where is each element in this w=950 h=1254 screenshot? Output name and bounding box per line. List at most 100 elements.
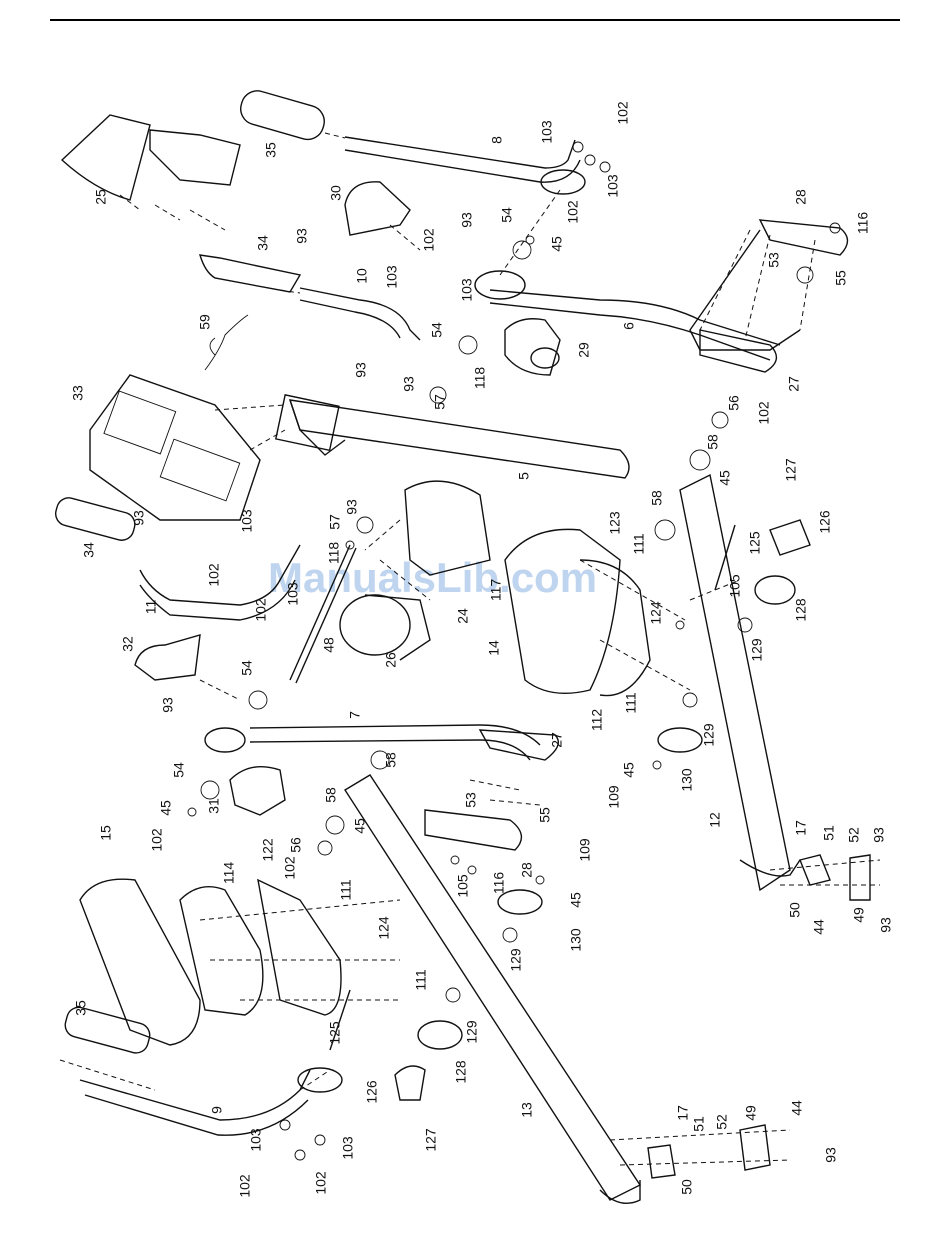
part-label: 124 <box>648 601 664 625</box>
part-label: 45 <box>549 236 565 252</box>
part-label: 14 <box>486 640 502 656</box>
part-label: 58 <box>323 787 339 803</box>
part-label: 129 <box>508 948 524 972</box>
part-label: 48 <box>321 637 337 653</box>
part-label: 45 <box>568 892 584 908</box>
part-label: 9 <box>209 1106 225 1114</box>
part-label: 53 <box>766 252 782 268</box>
part-label: 127 <box>423 1128 439 1152</box>
part-label: 57 <box>432 394 448 410</box>
part-label: 57 <box>327 514 343 530</box>
part-label: 128 <box>793 598 809 622</box>
part-label: 102 <box>149 828 165 852</box>
part-label: 93 <box>871 827 887 843</box>
part-label: 35 <box>263 142 279 158</box>
part-label: 118 <box>472 367 488 390</box>
part-label: 55 <box>537 807 553 823</box>
part-label: 103 <box>384 265 400 289</box>
part-label: 28 <box>519 862 535 878</box>
part-label: 93 <box>294 228 310 244</box>
part-label: 103 <box>539 120 555 144</box>
part-label: 53 <box>463 792 479 808</box>
part-label: 102 <box>282 856 298 880</box>
part-label: 49 <box>743 1105 759 1121</box>
part-label: 111 <box>631 533 647 554</box>
part-label: 58 <box>705 434 721 450</box>
part-label: 7 <box>347 711 363 719</box>
part-label: 102 <box>421 228 437 252</box>
part-label: 128 <box>453 1060 469 1084</box>
part-label: 51 <box>691 1116 707 1132</box>
part-label: 27 <box>549 732 565 748</box>
part-label: 102 <box>615 101 631 125</box>
part-label: 103 <box>459 278 475 302</box>
part-label: 93 <box>344 499 360 515</box>
part-label: 93 <box>353 362 369 378</box>
part-label: 28 <box>793 189 809 205</box>
part-label: 102 <box>756 401 772 425</box>
part-label: 105 <box>455 874 471 898</box>
part-label: 56 <box>288 837 304 853</box>
part-label: 24 <box>455 608 471 624</box>
part-label: 103 <box>340 1136 356 1160</box>
part-label: 58 <box>383 752 399 768</box>
part-label: 29 <box>576 342 592 358</box>
part-label: 17 <box>793 820 809 836</box>
part-label: 102 <box>206 563 222 587</box>
part-label: 50 <box>679 1179 695 1195</box>
part-label: 30 <box>328 185 344 201</box>
part-label: 6 <box>621 322 637 330</box>
part-label: 26 <box>383 652 399 668</box>
part-label: 117 <box>488 579 504 602</box>
part-label: 103 <box>605 174 621 198</box>
part-label: 122 <box>260 838 276 862</box>
part-label: 58 <box>649 490 665 506</box>
part-label: 35 <box>73 1000 89 1016</box>
part-label: 102 <box>313 1171 329 1195</box>
part-label: 8 <box>489 136 505 144</box>
part-label: 55 <box>833 270 849 286</box>
parts-linework <box>54 90 871 1204</box>
part-label: 102 <box>253 598 269 622</box>
part-label: 111 <box>338 879 354 900</box>
part-label: 54 <box>239 660 255 676</box>
part-label: 129 <box>749 638 765 662</box>
part-label: 45 <box>717 470 733 486</box>
part-label: 103 <box>285 582 301 606</box>
dashed-leaders <box>59 132 881 1166</box>
part-label: 129 <box>701 723 717 747</box>
part-label: 56 <box>726 395 742 411</box>
part-label: 49 <box>851 907 867 923</box>
part-label: 116 <box>855 212 871 235</box>
part-label: 5 <box>516 472 532 480</box>
part-label: 32 <box>120 636 136 652</box>
part-label: 112 <box>589 709 605 732</box>
part-label: 51 <box>821 825 837 841</box>
part-label: 25 <box>93 189 109 205</box>
part-label: 52 <box>714 1114 730 1130</box>
part-label: 125 <box>747 531 763 555</box>
part-label: 102 <box>565 200 581 224</box>
part-label: 17 <box>675 1105 691 1121</box>
part-label: 105 <box>727 574 743 598</box>
part-label: 31 <box>206 798 222 814</box>
part-label: 10 <box>354 268 370 284</box>
small-hardware <box>187 141 841 1161</box>
part-label: 93 <box>878 917 894 933</box>
part-label: 50 <box>787 902 803 918</box>
part-label: 125 <box>327 1021 343 1045</box>
part-label: 11 <box>143 600 159 615</box>
part-label: 13 <box>519 1102 535 1118</box>
part-label: 54 <box>499 207 515 223</box>
part-label: 109 <box>606 785 622 809</box>
part-label: 93 <box>823 1147 839 1163</box>
part-label: 52 <box>846 827 862 843</box>
part-label: 93 <box>131 510 147 526</box>
part-label: 93 <box>459 212 475 228</box>
part-label: 123 <box>607 511 623 535</box>
part-label: 15 <box>98 825 114 841</box>
part-label: 109 <box>577 838 593 862</box>
part-label: 33 <box>70 385 86 401</box>
part-label: 126 <box>364 1080 380 1104</box>
